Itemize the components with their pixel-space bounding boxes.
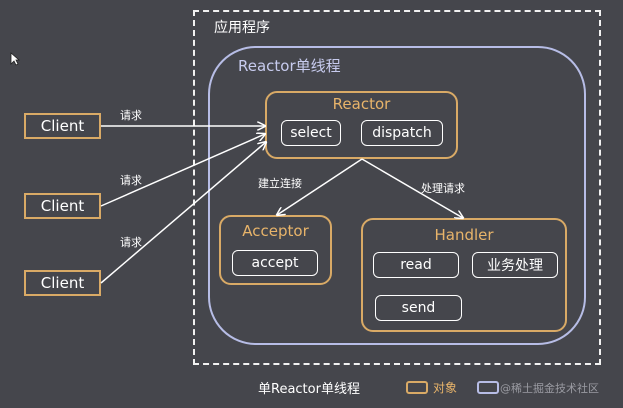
reactor-title: Reactor: [332, 95, 391, 113]
dispatch-arrow: [361, 158, 463, 218]
connect-arrow: [277, 158, 363, 215]
client-node-1: Client: [24, 113, 101, 139]
establish-connection-label: 建立连接: [258, 177, 302, 190]
watermark: @稀土掘金技术社区: [500, 382, 599, 395]
mouse-cursor-icon: [10, 52, 20, 66]
diagram-caption: 单Reactor单线程: [258, 382, 360, 397]
business-process-node: 业务处理: [472, 252, 558, 278]
dispatch-node: dispatch: [361, 120, 443, 146]
reactor-thread-frame: [208, 46, 586, 345]
request-label-1: 请求: [120, 109, 142, 122]
acceptor-title: Acceptor: [242, 222, 309, 240]
request-label-2: 请求: [120, 174, 142, 187]
application-label: 应用程序: [214, 20, 270, 36]
legend-object-label: 对象: [433, 381, 458, 395]
send-node: send: [375, 295, 462, 321]
request-label-3: 请求: [120, 236, 142, 249]
read-node: read: [373, 252, 459, 278]
handler-title: Handler: [434, 226, 494, 244]
request-arrow-3: [100, 142, 266, 284]
legend-object-swatch: [406, 381, 428, 394]
reactor-thread-label: Reactor单线程: [238, 57, 341, 75]
client-node-2: Client: [24, 193, 101, 219]
select-node: select: [281, 120, 341, 146]
application-frame: [193, 10, 601, 365]
accept-node: accept: [232, 250, 318, 276]
request-arrow-2: [100, 134, 265, 207]
client-node-3: Client: [24, 270, 101, 296]
legend-thread-swatch: [477, 381, 499, 394]
handle-request-label: 处理请求: [421, 182, 465, 195]
reactor-object: [265, 91, 458, 159]
